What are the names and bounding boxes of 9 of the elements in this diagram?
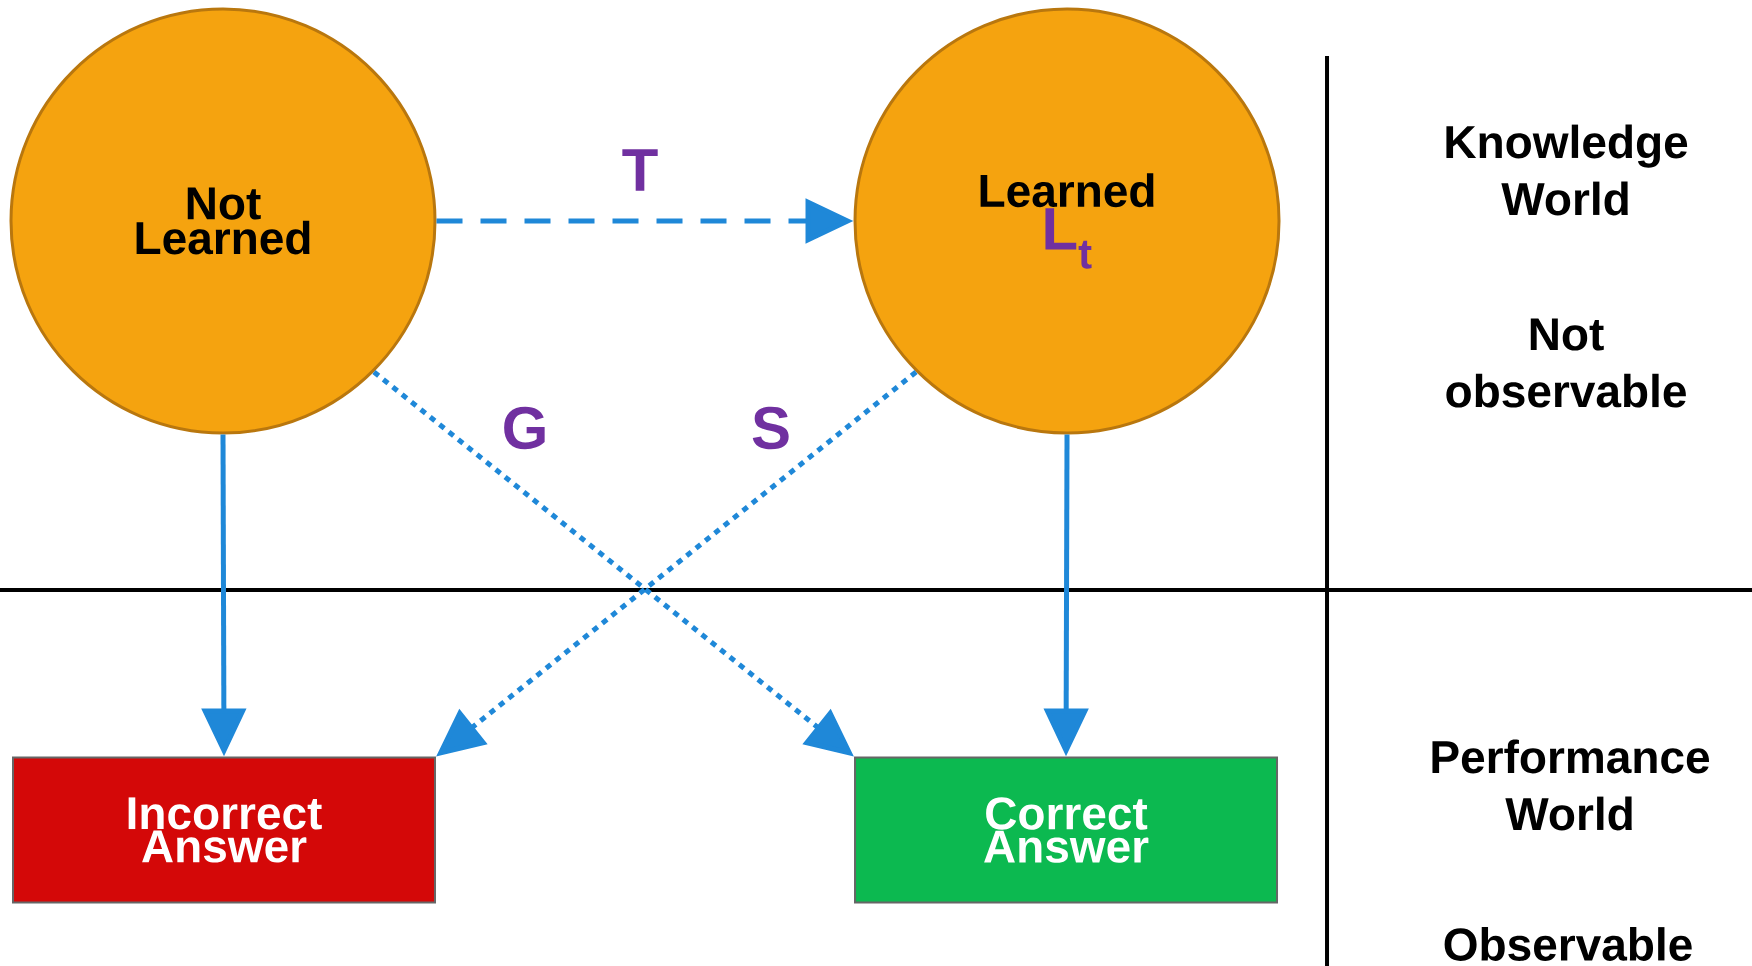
region-label: Observable	[1444, 927, 1692, 961]
region-label: Knowledge World	[1446, 124, 1688, 216]
answer-box: Incorrect Answer	[12, 756, 436, 904]
region-label: Performance World	[1432, 739, 1710, 831]
region-label: Not observable	[1446, 318, 1686, 408]
edge-label: T	[622, 149, 658, 191]
edge-label: S	[752, 406, 789, 450]
edge-label: G	[504, 406, 545, 450]
answer-box: Correct Answer	[854, 756, 1278, 904]
